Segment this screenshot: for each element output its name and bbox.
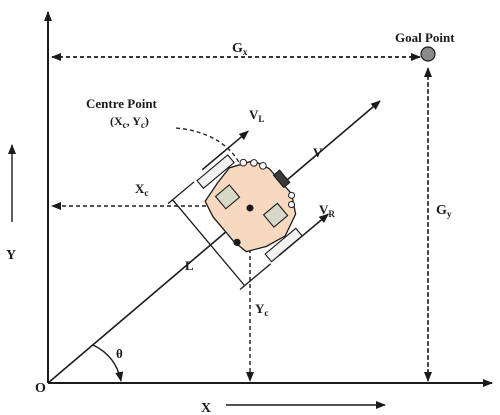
side-marker-1 [288, 191, 296, 199]
goal-point-marker [420, 46, 436, 62]
heading-vector-v [47, 100, 381, 384]
vr-label: VR [319, 202, 335, 219]
v-label: V [313, 145, 323, 160]
left-sensor-module [214, 184, 241, 210]
centre-point-label: Centre Point [86, 96, 158, 111]
right-sensor-module [262, 202, 289, 228]
centre-point-dot [246, 204, 254, 212]
gx-label: Gx [232, 41, 248, 57]
x-axis-label: X [201, 401, 211, 415]
rear-marker [233, 238, 241, 246]
l-tick-top [167, 181, 195, 205]
yc-label: Yc [255, 301, 268, 318]
gy-label: Gy [436, 203, 452, 219]
caster-wheel-2 [250, 159, 258, 167]
caster-wheel-3 [259, 162, 267, 170]
l-tick-bottom [239, 263, 272, 290]
vl-label: VL [249, 107, 264, 124]
goal-point-label: Goal Point [395, 30, 455, 45]
l-dimension-line [172, 199, 246, 287]
l-label: L [185, 258, 194, 273]
origin-label: O [35, 381, 46, 396]
y-axis-label: Y [6, 248, 16, 263]
xc-label: Xc [135, 181, 148, 198]
theta-arc [92, 344, 124, 382]
left-wheel [196, 154, 235, 190]
side-marker-2 [287, 201, 295, 209]
vr-vector [278, 213, 330, 256]
front-sensor-block [272, 169, 291, 189]
robot-body-group [167, 130, 330, 290]
caster-wheel-1 [239, 158, 248, 167]
theta-label: θ [116, 346, 123, 361]
vl-vector [201, 130, 249, 171]
centre-coordinates-label: (Xc, Yc) [110, 114, 149, 130]
